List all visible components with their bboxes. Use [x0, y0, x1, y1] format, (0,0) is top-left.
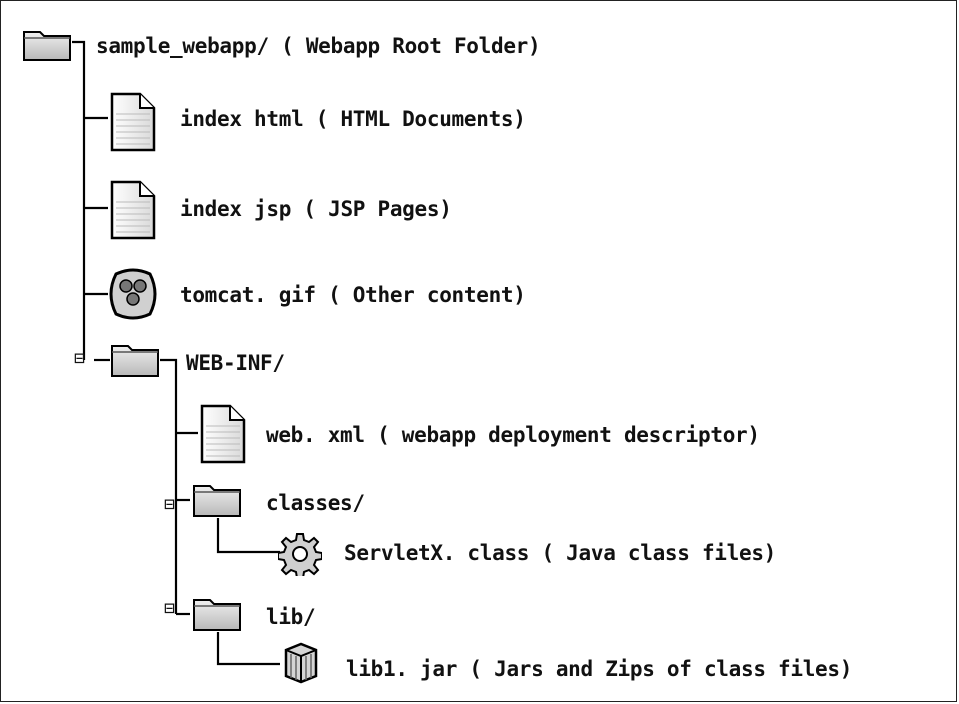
classes-folder-icon: [193, 485, 241, 517]
classes-label[interactable]: classes/: [266, 491, 365, 515]
lib-expander-toggle[interactable]: ⊟: [164, 598, 175, 619]
index-html-document-icon: [110, 92, 156, 152]
gear-icon: [278, 533, 322, 576]
web-xml-document-icon: [200, 404, 246, 464]
lib-label[interactable]: lib/: [266, 605, 316, 629]
servletx-class-label[interactable]: ServletX. class ( Java class files): [344, 541, 777, 565]
index-html-label[interactable]: index html ( HTML Documents): [180, 107, 526, 131]
root-folder-icon: [23, 31, 71, 61]
jar-icon: [284, 642, 318, 684]
lib1-jar-label[interactable]: lib1. jar ( Jars and Zips of class files…: [346, 657, 853, 681]
tomcat-gif-label[interactable]: tomcat. gif ( Other content): [180, 283, 526, 307]
image-file-icon: [109, 268, 157, 320]
lib-folder-icon: [193, 599, 241, 631]
index-jsp-label[interactable]: index jsp ( JSP Pages): [180, 197, 452, 221]
root-folder-label[interactable]: sample_webapp/ ( Webapp Root Folder): [96, 34, 541, 58]
web-inf-folder-icon: [111, 345, 159, 377]
web-xml-label[interactable]: web. xml ( webapp deployment descriptor): [266, 423, 760, 447]
web-inf-label[interactable]: WEB-INF/: [186, 351, 285, 375]
classes-expander-toggle[interactable]: ⊟: [164, 494, 175, 515]
web-inf-expander-toggle[interactable]: ⊟: [74, 348, 85, 369]
index-jsp-document-icon: [110, 180, 156, 240]
